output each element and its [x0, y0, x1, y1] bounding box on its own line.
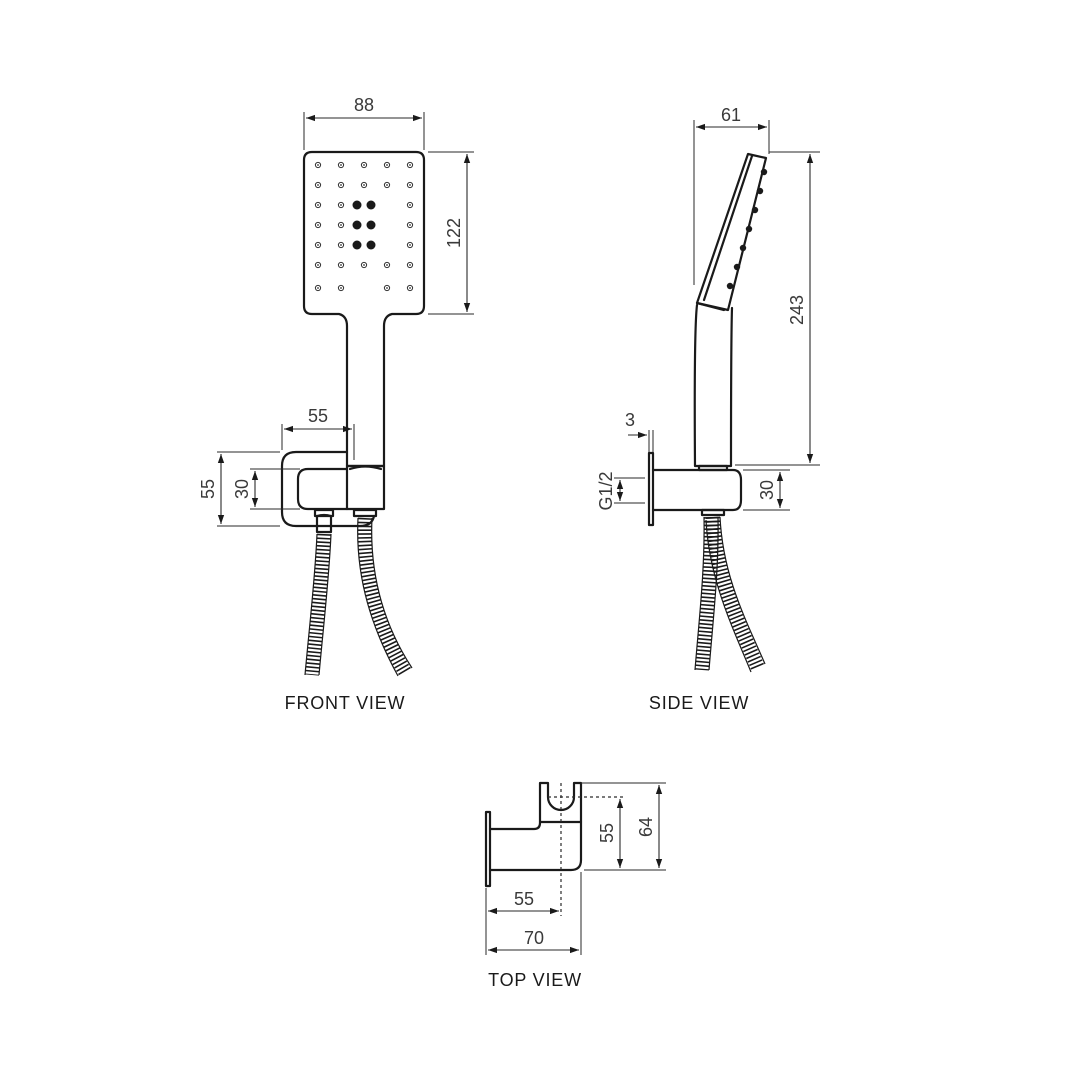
side-view-label: SIDE VIEW — [649, 693, 749, 713]
nozzle-center — [340, 264, 342, 266]
nozzle-center — [340, 164, 342, 166]
side-hose-a — [695, 516, 719, 671]
dim-head-height: 122 — [444, 218, 464, 248]
top-view: 55 64 55 70 TOP VIEW — [484, 781, 666, 990]
nozzle — [406, 261, 414, 269]
large-nozzle — [352, 240, 362, 250]
dim-head-depth: 61 — [721, 105, 741, 125]
nozzle — [314, 181, 322, 189]
large-nozzle — [366, 240, 376, 250]
nozzle-center — [386, 184, 388, 186]
dim-top-center-offset: 55 — [514, 889, 534, 909]
nozzle-center — [409, 224, 411, 226]
nozzle-center — [340, 244, 342, 246]
nozzle — [360, 181, 368, 189]
side-nozzles — [726, 168, 768, 290]
nozzle — [314, 284, 322, 292]
bracket-cutout — [296, 467, 349, 511]
nozzle — [337, 181, 345, 189]
nozzle-center — [409, 244, 411, 246]
nozzle — [406, 201, 414, 209]
nozzle — [360, 261, 368, 269]
side-view: 61 243 3 G1/2 30 SIDE VIEW — [596, 105, 820, 713]
nozzle — [406, 221, 414, 229]
nozzle-center — [340, 184, 342, 186]
nozzle — [383, 181, 391, 189]
nozzle — [406, 181, 414, 189]
nozzle-center — [363, 164, 365, 166]
side-head-outline — [695, 152, 768, 312]
wall-bracket-outline — [280, 450, 376, 528]
nozzle — [360, 161, 368, 169]
nozzle-center — [409, 264, 411, 266]
nozzle — [383, 261, 391, 269]
nozzle-center — [317, 244, 319, 246]
nozzle — [314, 221, 322, 229]
nozzle-center — [340, 204, 342, 206]
hose-left — [305, 533, 331, 676]
nozzle — [406, 161, 414, 169]
nozzle-center — [340, 287, 342, 289]
front-view: 88 122 55 55 30 — [198, 95, 474, 713]
dim-plate-thickness: 3 — [625, 410, 635, 430]
dim-side-bracket-height: 30 — [757, 480, 777, 500]
dim-head-width: 88 — [354, 95, 374, 115]
large-nozzle — [352, 200, 362, 210]
top-wall-plate — [484, 810, 492, 888]
dim-total-height: 243 — [787, 295, 807, 325]
nozzle — [337, 201, 345, 209]
dim-thread: G1/2 — [596, 471, 616, 510]
dim-top-projection: 70 — [524, 928, 544, 948]
top-bracket-outline — [488, 781, 583, 872]
nozzle — [337, 221, 345, 229]
top-view-label: TOP VIEW — [488, 970, 582, 990]
nozzle-center — [363, 264, 365, 266]
nozzle-center — [386, 287, 388, 289]
nozzle-center — [386, 164, 388, 166]
nozzle — [337, 241, 345, 249]
nozzle — [337, 284, 345, 292]
wall-plate — [647, 451, 655, 527]
dim-top-inner-depth: 55 — [597, 823, 617, 843]
large-nozzle — [352, 220, 362, 230]
nozzle — [337, 261, 345, 269]
dim-bracket-inner: 30 — [232, 479, 252, 499]
nozzle-center — [409, 204, 411, 206]
nozzle — [406, 241, 414, 249]
nozzle-center — [317, 287, 319, 289]
side-bracket-outline — [651, 468, 743, 512]
nozzle — [383, 284, 391, 292]
dim-bracket-offset: 55 — [308, 406, 328, 426]
nozzle — [406, 284, 414, 292]
nozzle-center — [317, 164, 319, 166]
nozzle — [383, 161, 391, 169]
dim-bracket-height: 55 — [198, 479, 218, 499]
nozzle — [337, 161, 345, 169]
large-nozzle — [366, 200, 376, 210]
nozzle-center — [409, 287, 411, 289]
nozzle-center — [317, 184, 319, 186]
nozzle — [314, 241, 322, 249]
side-hose-b — [706, 516, 765, 671]
nozzle-center — [386, 264, 388, 266]
dim-top-overall-depth: 64 — [636, 817, 656, 837]
hose-right — [357, 517, 412, 676]
nozzle-center — [317, 224, 319, 226]
nozzle — [314, 201, 322, 209]
nozzle-center — [409, 184, 411, 186]
large-nozzle — [366, 220, 376, 230]
nozzle-center — [317, 264, 319, 266]
nozzle-center — [317, 204, 319, 206]
side-handle-outline — [693, 303, 734, 468]
nozzle-center — [409, 164, 411, 166]
front-view-label: FRONT VIEW — [285, 693, 406, 713]
nozzle-grid — [314, 161, 414, 292]
nozzle-center — [340, 224, 342, 226]
nozzle — [314, 261, 322, 269]
handle-sleeve — [345, 464, 386, 511]
nozzle-center — [363, 184, 365, 186]
nozzle — [314, 161, 322, 169]
